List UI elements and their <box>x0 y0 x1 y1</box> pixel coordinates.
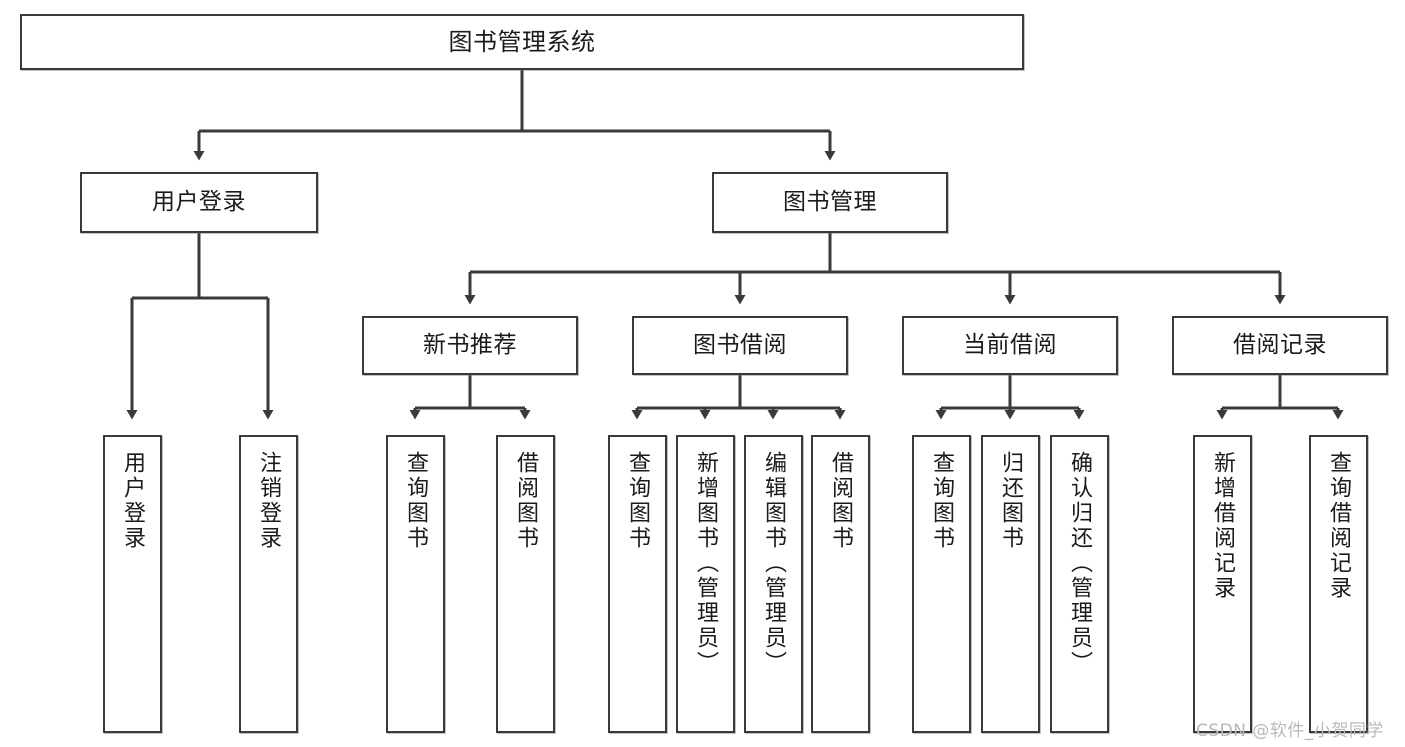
node-leaf-add-record[interactable]: 新增借阅记录 <box>1193 435 1252 733</box>
node-label: 图书管理系统 <box>448 27 596 56</box>
node-leaf-edit-book[interactable]: 编辑图书（管理员） <box>744 435 803 733</box>
csdn-watermark: CSDN @软件_小贺同学 <box>1196 721 1384 741</box>
node-label: 借阅记录 <box>1233 331 1327 358</box>
node-label: 注销登录 <box>256 451 282 551</box>
node-leaf-borrow-book-1[interactable]: 借阅图书 <box>496 435 555 733</box>
node-label: 编辑图书（管理员） <box>761 451 787 676</box>
node-label: 当前借阅 <box>963 331 1057 358</box>
node-label: 查询借阅记录 <box>1326 451 1352 601</box>
node-leaf-borrow-book-2[interactable]: 借阅图书 <box>811 435 870 733</box>
node-leaf-user-login[interactable]: 用户登录 <box>103 435 162 733</box>
node-leaf-query-book-3[interactable]: 查询图书 <box>912 435 971 733</box>
node-new-book-recommend[interactable]: 新书推荐 <box>362 316 578 375</box>
node-user-login[interactable]: 用户登录 <box>80 172 318 233</box>
node-label: 查询图书 <box>929 451 955 551</box>
node-leaf-query-book-2[interactable]: 查询图书 <box>608 435 667 733</box>
node-leaf-confirm-return[interactable]: 确认归还（管理员） <box>1050 435 1109 733</box>
node-label: 图书管理 <box>783 188 877 215</box>
node-label: 新书推荐 <box>423 331 517 358</box>
node-label: 用户登录 <box>120 451 146 551</box>
node-leaf-query-book-1[interactable]: 查询图书 <box>386 435 445 733</box>
node-leaf-query-record[interactable]: 查询借阅记录 <box>1309 435 1368 733</box>
node-leaf-return-book[interactable]: 归还图书 <box>981 435 1040 733</box>
node-leaf-logout[interactable]: 注销登录 <box>239 435 298 733</box>
node-label: 查询图书 <box>625 451 651 551</box>
node-label: 新增借阅记录 <box>1210 451 1236 601</box>
node-label: 查询图书 <box>403 451 429 551</box>
node-label: 图书借阅 <box>693 331 787 358</box>
node-label: 归还图书 <box>998 451 1024 551</box>
node-book-borrow[interactable]: 图书借阅 <box>632 316 848 375</box>
node-label: 新增图书（管理员） <box>693 451 719 676</box>
node-root-system[interactable]: 图书管理系统 <box>20 14 1024 70</box>
node-label: 确认归还（管理员） <box>1067 451 1093 676</box>
node-book-management[interactable]: 图书管理 <box>712 172 948 233</box>
node-current-borrow[interactable]: 当前借阅 <box>902 316 1118 375</box>
node-borrow-record[interactable]: 借阅记录 <box>1172 316 1388 375</box>
node-leaf-add-book[interactable]: 新增图书（管理员） <box>676 435 735 733</box>
node-label: 借阅图书 <box>828 451 854 551</box>
node-label: 借阅图书 <box>513 451 539 551</box>
node-label: 用户登录 <box>152 188 246 215</box>
